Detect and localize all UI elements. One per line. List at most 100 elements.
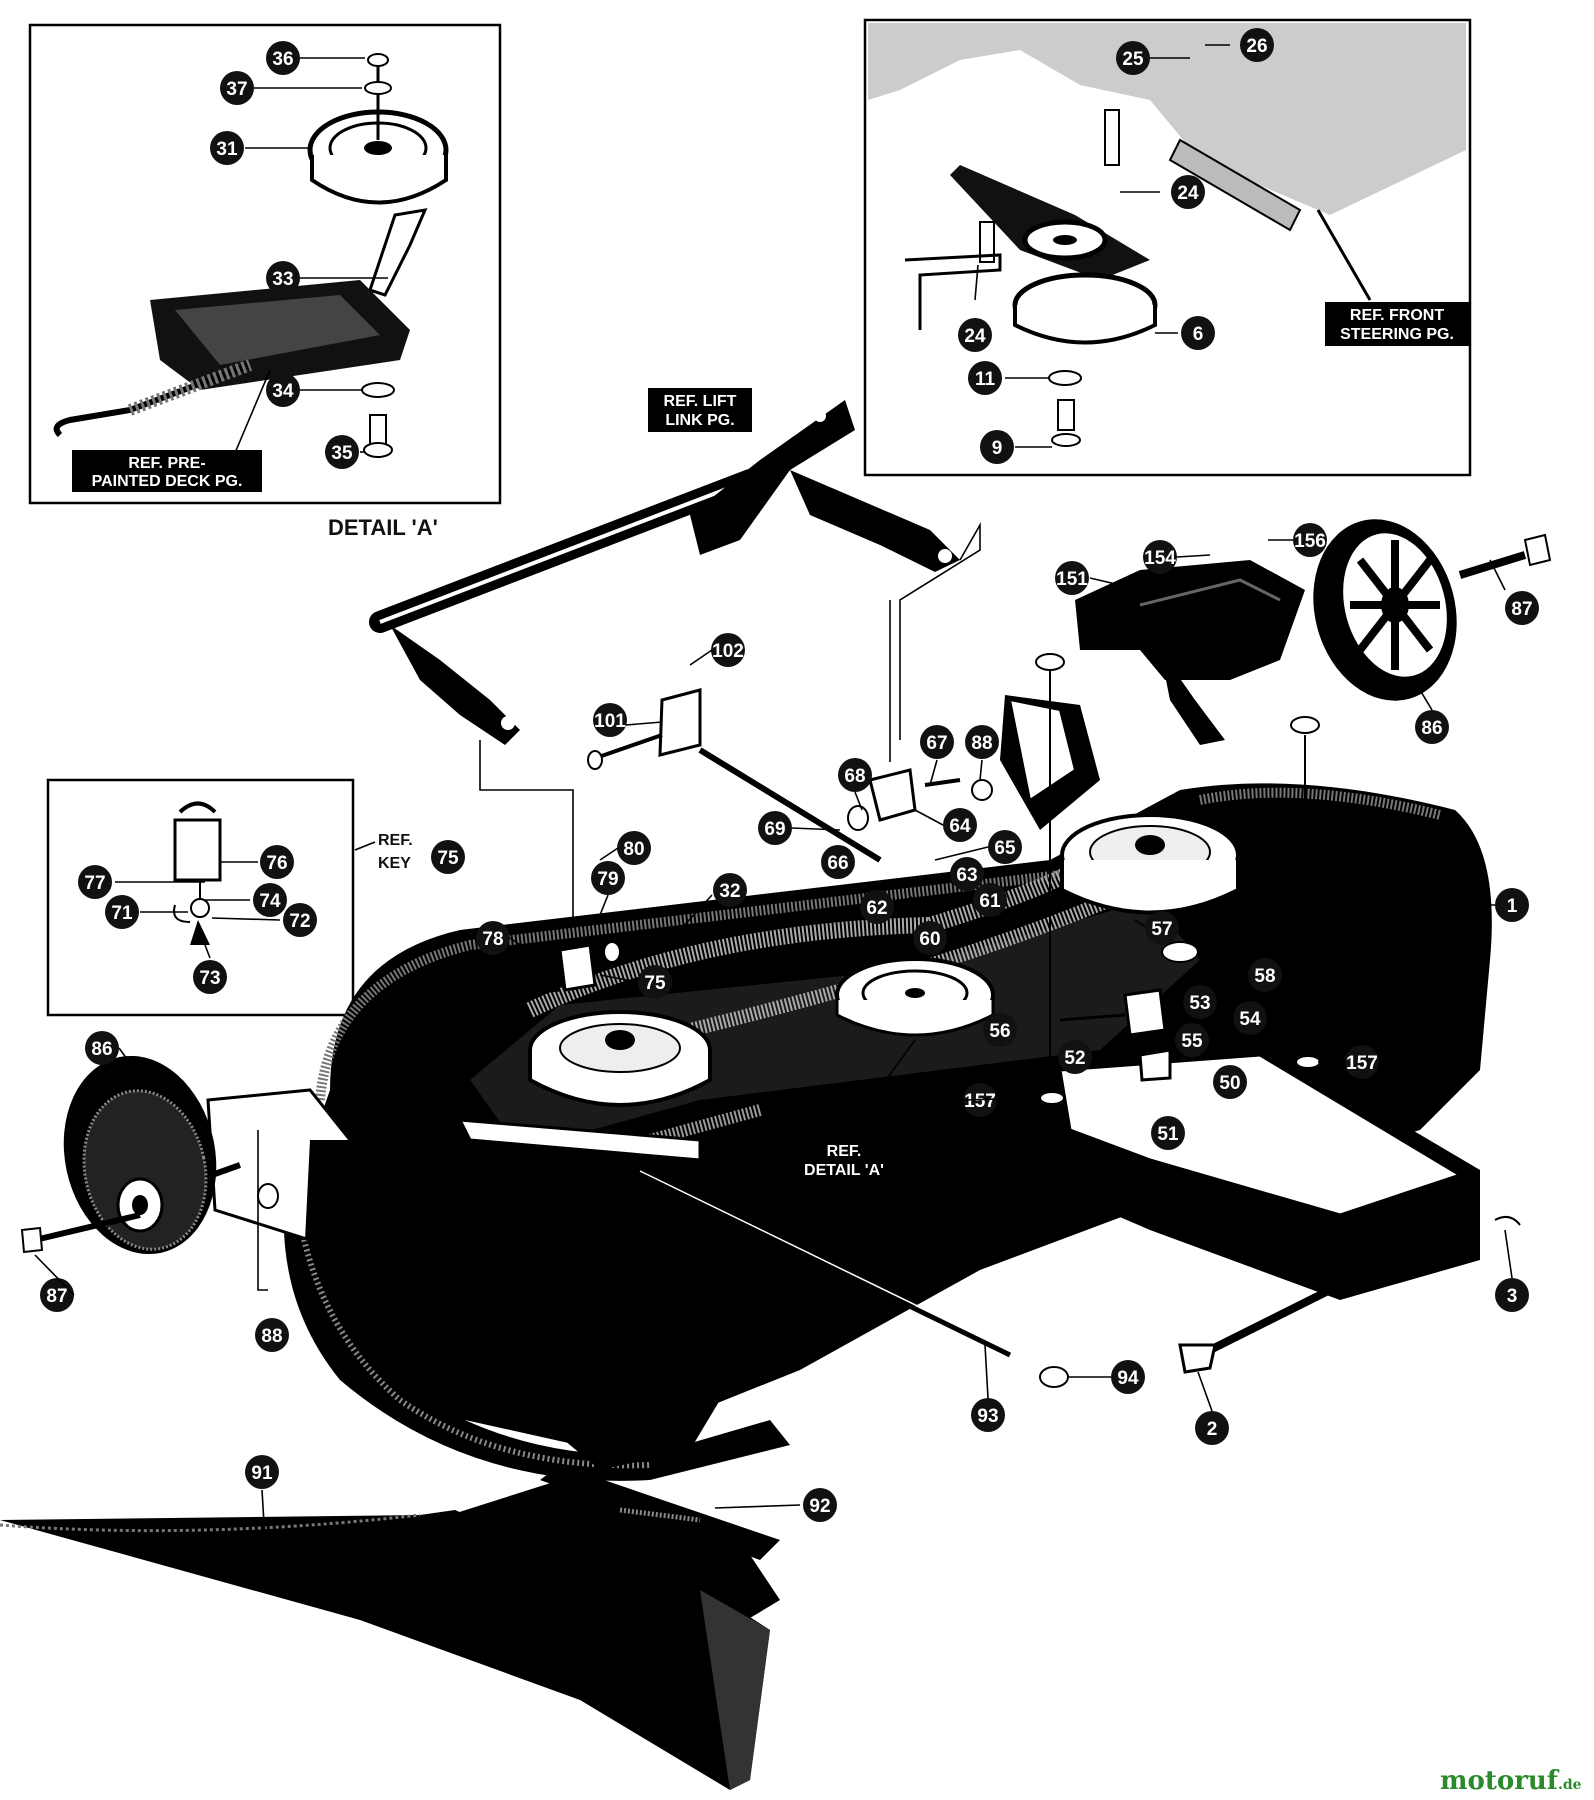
svg-text:88: 88 <box>971 733 992 754</box>
svg-text:25: 25 <box>1122 49 1144 70</box>
callout-55: 55 <box>1175 1023 1209 1057</box>
svg-text:24: 24 <box>1177 183 1199 204</box>
front-wheel <box>20 1055 279 1291</box>
svg-text:37: 37 <box>226 79 247 100</box>
svg-text:71: 71 <box>111 903 133 924</box>
ref-detail-a-label: REF. DETAIL 'A' <box>785 1138 903 1182</box>
svg-text:57: 57 <box>1151 919 1172 940</box>
svg-text:102: 102 <box>712 641 744 662</box>
callout-24-upper: 24 <box>1171 175 1205 209</box>
callout-56: 56 <box>983 1013 1017 1047</box>
svg-text:REF.: REF. <box>378 832 413 849</box>
svg-text:86: 86 <box>1421 718 1442 739</box>
callout-60: 60 <box>913 921 947 955</box>
callout-61: 61 <box>973 883 1007 917</box>
callout-88-upper: 88 <box>965 725 999 759</box>
callout-79: 79 <box>591 861 625 895</box>
callout-51: 51 <box>1151 1116 1185 1150</box>
callout-92: 92 <box>803 1488 837 1522</box>
belt-shield <box>1035 560 1321 1105</box>
svg-text:72: 72 <box>289 911 310 932</box>
callout-94: 94 <box>1111 1360 1145 1394</box>
svg-text:34: 34 <box>272 381 294 402</box>
ref-front-steering-label: REF. FRONT STEERING PG. <box>1325 302 1470 346</box>
callout-67: 67 <box>920 725 954 759</box>
svg-text:101: 101 <box>594 711 626 732</box>
svg-text:KEY: KEY <box>378 855 411 872</box>
svg-text:80: 80 <box>623 839 644 860</box>
callout-62: 62 <box>860 890 894 924</box>
callout-78: 78 <box>476 921 510 955</box>
callout-31: 31 <box>210 131 244 165</box>
callout-53: 53 <box>1183 985 1217 1019</box>
svg-text:94: 94 <box>1117 1368 1139 1389</box>
callout-74: 74 <box>253 883 287 917</box>
callout-88-lower: 88 <box>255 1318 289 1352</box>
svg-text:154: 154 <box>1144 548 1176 569</box>
callout-66: 66 <box>821 845 855 879</box>
ref-key-label: REF. KEY <box>378 832 413 872</box>
small-hardware <box>479 688 1521 1226</box>
svg-text:3: 3 <box>1507 1286 1518 1307</box>
svg-text:50: 50 <box>1219 1073 1240 1094</box>
callout-36: 36 <box>266 41 300 75</box>
svg-text:REF. LIFT: REF. LIFT <box>664 393 737 410</box>
main-leaders <box>34 539 1513 1412</box>
svg-text:36: 36 <box>272 49 293 70</box>
svg-text:62: 62 <box>866 898 887 919</box>
ref-detail-a-leader <box>843 1039 916 1139</box>
svg-text:33: 33 <box>272 269 293 290</box>
svg-text:69: 69 <box>764 819 785 840</box>
svg-text:156: 156 <box>1294 531 1326 552</box>
svg-text:56: 56 <box>989 1021 1010 1042</box>
callout-35: 35 <box>325 435 359 469</box>
callout-72: 72 <box>283 903 317 937</box>
callout-73: 73 <box>193 960 227 994</box>
callout-75-key: 75 <box>431 840 465 874</box>
callout-76: 76 <box>260 845 294 879</box>
callout-6: 6 <box>1181 316 1215 350</box>
callout-65: 65 <box>988 830 1022 864</box>
callout-57: 57 <box>1145 911 1179 945</box>
callout-2: 2 <box>1195 1411 1229 1445</box>
svg-text:87: 87 <box>46 1286 67 1307</box>
svg-text:11: 11 <box>975 369 996 390</box>
svg-text:9: 9 <box>992 438 1003 459</box>
detail-a-title: DETAIL 'A' <box>328 515 438 540</box>
svg-text:60: 60 <box>919 929 940 950</box>
svg-text:DETAIL 'A': DETAIL 'A' <box>804 1162 884 1179</box>
callout-68: 68 <box>838 758 872 792</box>
callout-91: 91 <box>245 1455 279 1489</box>
callout-34: 34 <box>266 373 300 407</box>
svg-text:75: 75 <box>437 848 459 869</box>
svg-text:74: 74 <box>259 891 281 912</box>
callout-86-upper: 86 <box>1415 710 1449 744</box>
callout-11: 11 <box>968 361 1002 395</box>
svg-text:76: 76 <box>266 853 287 874</box>
lift-link-assembly <box>369 400 981 960</box>
svg-text:79: 79 <box>597 869 618 890</box>
svg-text:53: 53 <box>1189 993 1210 1014</box>
callout-80: 80 <box>617 831 651 865</box>
svg-text:54: 54 <box>1239 1009 1261 1030</box>
svg-text:64: 64 <box>949 816 971 837</box>
svg-text:REF. PRE-: REF. PRE- <box>128 455 205 472</box>
svg-text:31: 31 <box>216 139 238 160</box>
callout-86-lower: 86 <box>85 1031 119 1065</box>
callout-25: 25 <box>1116 41 1150 75</box>
grass-chute <box>0 1465 801 1790</box>
svg-text:73: 73 <box>199 968 220 989</box>
svg-text:1: 1 <box>1507 896 1518 917</box>
callout-58: 58 <box>1248 958 1282 992</box>
svg-text:32: 32 <box>719 881 740 902</box>
svg-text:55: 55 <box>1181 1031 1203 1052</box>
callout-50: 50 <box>1213 1065 1247 1099</box>
callout-69: 69 <box>758 811 792 845</box>
callout-9: 9 <box>980 430 1014 464</box>
svg-text:151: 151 <box>1056 569 1088 590</box>
svg-text:52: 52 <box>1064 1048 1085 1069</box>
steering-inset <box>863 18 1472 477</box>
svg-text:STEERING PG.: STEERING PG. <box>1340 326 1454 343</box>
svg-text:93: 93 <box>977 1406 998 1427</box>
